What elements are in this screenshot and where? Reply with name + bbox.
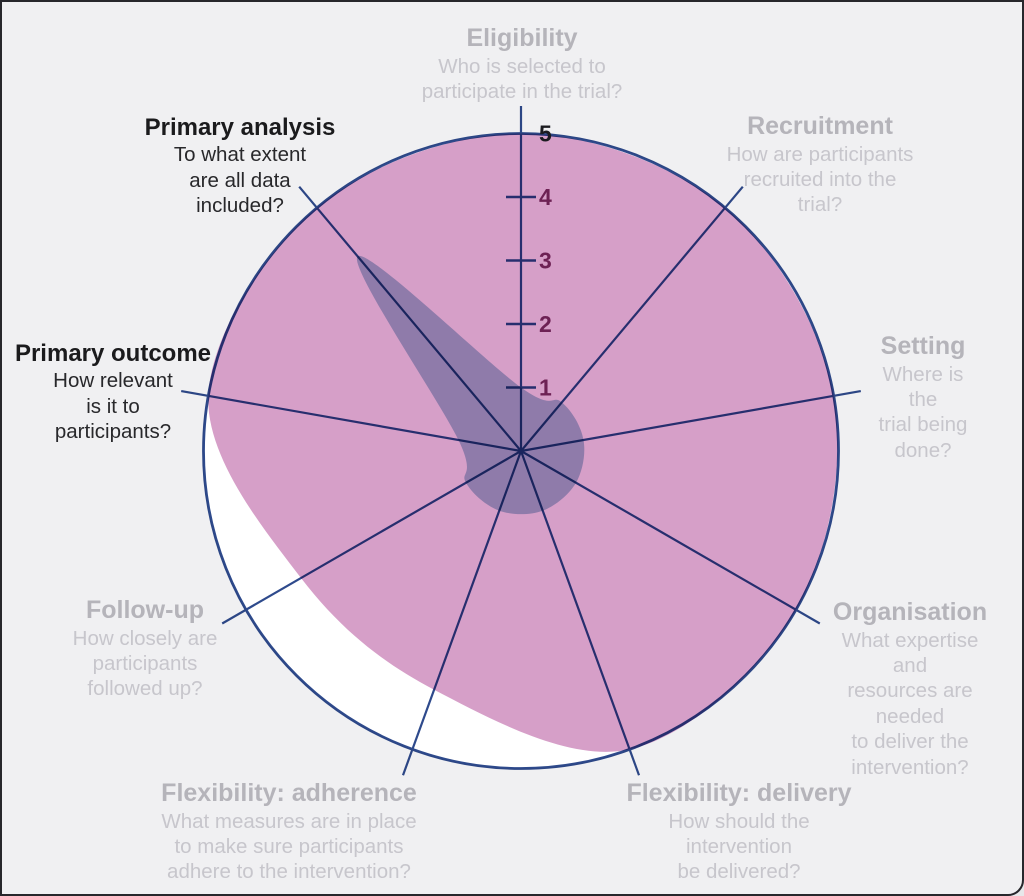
spoke-primary-analysis [298,185,522,452]
axis-lines [181,106,861,776]
tick-label-2: 2 [539,311,552,337]
spoke-organisation [520,450,821,625]
tick-label-5: 5 [539,121,552,147]
spoke-recruitment [520,185,744,452]
spoke-flexibility-delivery [519,450,641,776]
spoke-flexibility-adherence [401,450,523,776]
outer-circle [202,132,840,770]
tick-label-1: 1 [539,375,552,401]
spoke-primary-outcome [181,390,522,453]
spoke-setting [520,390,861,453]
spoke-follow-up [221,450,522,625]
tick-label-3: 3 [539,248,552,274]
tick-label-4: 4 [539,184,552,210]
